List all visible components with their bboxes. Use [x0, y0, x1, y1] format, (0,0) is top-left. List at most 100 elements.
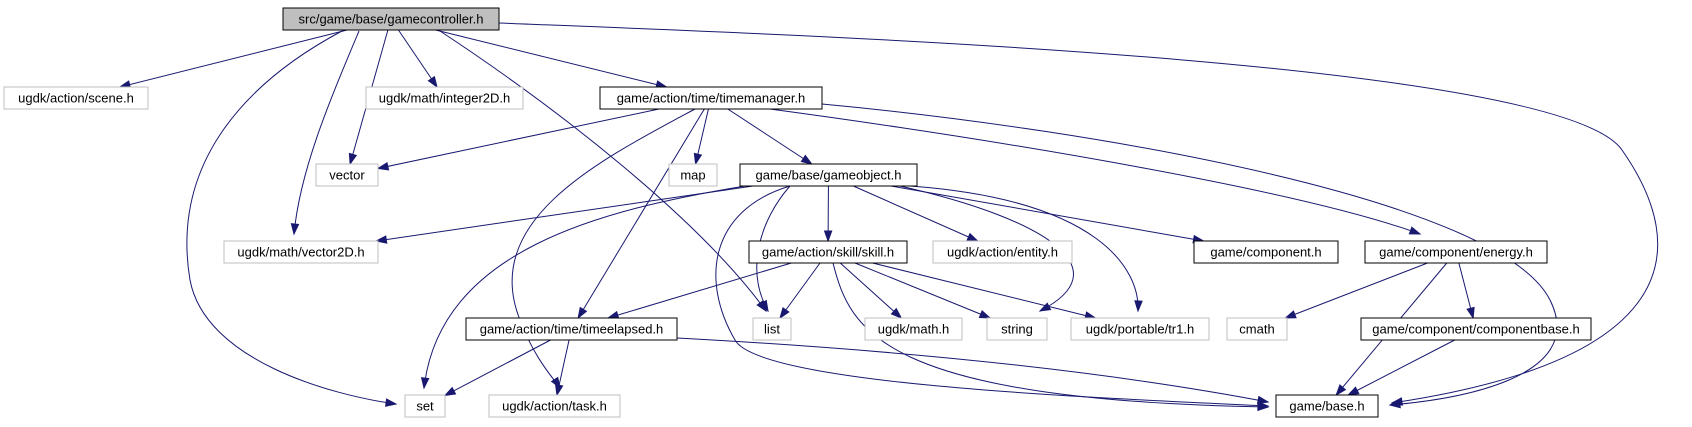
node-label: ugdk/action/scene.h [18, 91, 134, 106]
edge-line [444, 339, 551, 396]
edge-arrowhead [1284, 310, 1297, 319]
edge-timemanager-to-timeelapsed [577, 108, 705, 320]
edge-line [854, 262, 991, 319]
edge-arrowhead [890, 307, 903, 319]
edge-arrowhead [427, 75, 438, 89]
node-box [404, 394, 446, 418]
node-componentbase[interactable]: game/component/componentbase.h [1360, 317, 1592, 341]
edge-arrowhead [374, 235, 388, 244]
edge-timeelapsed-to-base [676, 337, 1270, 405]
node-gameobject[interactable]: game/base/gameobject.h [739, 163, 918, 187]
edge-skill-to-string [854, 262, 992, 319]
node-base[interactable]: game/base.h [1275, 394, 1379, 418]
node-root[interactable]: src/game/base/gamecontroller.h [282, 7, 500, 31]
node-box [668, 163, 718, 187]
node-label: set [416, 399, 434, 414]
node-scene: ugdk/action/scene.h [3, 86, 149, 110]
edge-timemanager-to-gameobject [727, 108, 813, 165]
node-box [1275, 394, 1379, 418]
node-box [365, 86, 524, 110]
edge-root-to-base [498, 22, 1659, 406]
node-vector: vector [315, 163, 379, 187]
node-box [864, 317, 963, 341]
node-label: ugdk/action/task.h [502, 399, 607, 414]
edge-gameobject-to-skill [823, 185, 833, 243]
edge-line [769, 108, 1421, 235]
node-label: cmath [1239, 322, 1274, 337]
node-label: game/base.h [1289, 399, 1364, 414]
edge-arrowhead [385, 398, 398, 407]
edge-line [423, 185, 746, 389]
edge-line [853, 185, 978, 242]
edge-line [872, 262, 1096, 319]
edge-gameobject-to-entity [853, 185, 979, 242]
edge-energy-to-componentbase [1458, 262, 1475, 320]
edge-root-to-timemanager [435, 29, 668, 89]
node-label: ugdk/action/entity.h [947, 245, 1058, 260]
edge-componentbase-to-base [1346, 339, 1455, 396]
node-box [986, 317, 1048, 341]
edge-line [119, 29, 348, 88]
node-task: ugdk/action/task.h [488, 394, 621, 418]
edge-line [1348, 339, 1455, 396]
edge-arrowhead [1388, 399, 1401, 409]
node-entity: ugdk/action/entity.h [932, 240, 1073, 264]
edge-skill-to-list [779, 262, 821, 320]
edge-skill-to-base [832, 262, 1270, 412]
node-label: game/component.h [1210, 245, 1321, 260]
edge-line [607, 262, 792, 319]
edge-root-to-set [186, 30, 398, 407]
edge-arrowhead [1346, 386, 1360, 396]
node-label: list [764, 322, 780, 337]
edge-gameobject-to-component [890, 185, 1205, 244]
edge-line [435, 29, 667, 88]
node-label: ugdk/portable/tr1.h [1086, 322, 1194, 337]
edge-line [779, 262, 821, 319]
node-label: ugdk/math.h [878, 322, 950, 337]
edge-timemanager-to-energy [769, 108, 1422, 235]
node-tr1: ugdk/portable/tr1.h [1070, 317, 1210, 341]
node-label: ugdk/math/integer2D.h [379, 91, 511, 106]
edge-line [909, 185, 1139, 312]
node-label: vector [329, 168, 365, 183]
edge-arrowhead [823, 230, 833, 243]
node-label: game/component/componentbase.h [1372, 322, 1579, 337]
nodes-layer: src/game/base/gamecontroller.h ugdk/actio… [3, 7, 1592, 418]
edge-line [890, 185, 1204, 242]
node-label: game/action/time/timemanager.h [617, 91, 806, 106]
edge-line [1285, 262, 1428, 319]
node-energy[interactable]: game/component/energy.h [1364, 240, 1548, 264]
edge-arrowhead [577, 306, 588, 320]
edge-line [186, 30, 397, 405]
node-map: map [668, 163, 718, 187]
node-box [932, 240, 1073, 264]
node-label: ugdk/math/vector2D.h [237, 245, 364, 260]
edge-timemanager-to-map [693, 108, 709, 166]
node-box [1360, 317, 1592, 341]
node-box [282, 7, 500, 31]
node-label: string [1001, 322, 1033, 337]
node-component[interactable]: game/component.h [1193, 240, 1339, 264]
edge-line [377, 108, 660, 169]
node-skill[interactable]: game/action/skill/skill.h [748, 240, 908, 264]
node-timemanager[interactable]: game/action/time/timemanager.h [599, 86, 823, 110]
node-label: src/game/base/gamecontroller.h [299, 12, 484, 27]
edge-arrowhead [759, 299, 769, 313]
node-box [3, 86, 149, 110]
edge-arrowhead [1408, 226, 1422, 235]
edge-line [398, 29, 438, 88]
node-timeelapsed[interactable]: game/action/time/timeelapsed.h [465, 317, 678, 341]
edge-arrowhead [443, 386, 457, 397]
edge-arrowhead [1335, 384, 1347, 397]
edge-line [498, 22, 1659, 404]
edge-timemanager-to-vector [376, 108, 660, 171]
node-box [1226, 317, 1288, 341]
edge-arrowhead [554, 383, 564, 397]
edge-timeelapsed-to-task [554, 339, 570, 397]
node-vector2d: ugdk/math/vector2D.h [223, 240, 379, 264]
node-box [488, 394, 621, 418]
edge-arrowhead [779, 306, 790, 320]
edges-layer [118, 22, 1659, 412]
edge-gameobject-to-tr1 [909, 185, 1143, 313]
node-set: set [404, 394, 446, 418]
